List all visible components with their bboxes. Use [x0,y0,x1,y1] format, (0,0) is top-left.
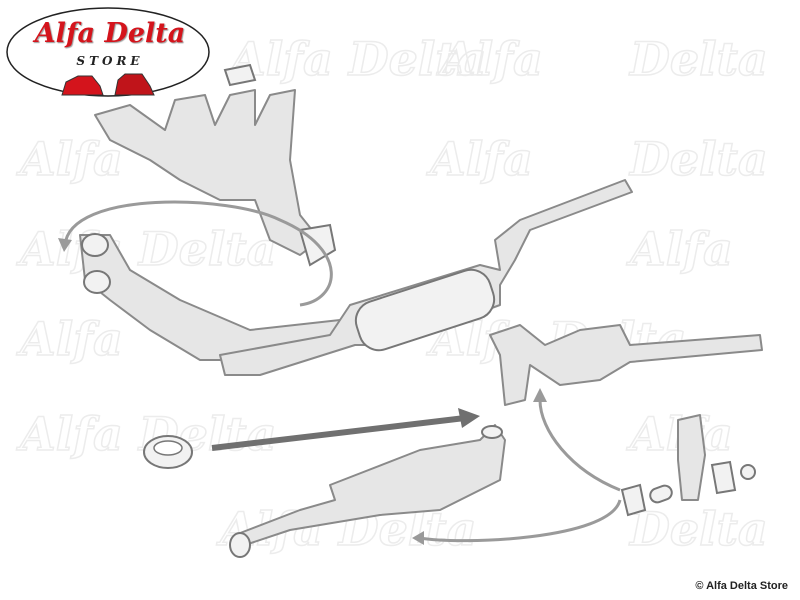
svg-text:Alfa: Alfa [16,312,123,366]
logo-cars-image [61,73,155,96]
svg-text:Alfa: Alfa [426,132,533,186]
rear-pipe-and-muffler [229,324,763,558]
store-logo[interactable]: Alfa Delta STORE [8,8,212,100]
mount-hardware [620,414,756,517]
rubber-ring [143,435,193,469]
svg-text:Alfa Delta: Alfa Delta [16,222,276,276]
logo-oval [6,7,210,97]
copyright-notice: © Alfa Delta Store [695,580,788,592]
svg-text:Delta: Delta [628,32,768,86]
svg-text:Alfa: Alfa [626,222,733,276]
svg-text:Delta: Delta [628,132,768,186]
center-muffler [219,179,633,376]
svg-text:Alfa: Alfa [436,32,543,86]
logo-subtitle: STORE [76,54,144,68]
arrows [58,200,622,545]
svg-text:Alfa: Alfa [16,132,123,186]
manifold-gasket [223,63,257,87]
svg-text:Alfa Delta: Alfa Delta [226,32,486,86]
logo-title: Alfa Delta [34,18,186,49]
svg-text:Delta: Delta [628,502,768,556]
